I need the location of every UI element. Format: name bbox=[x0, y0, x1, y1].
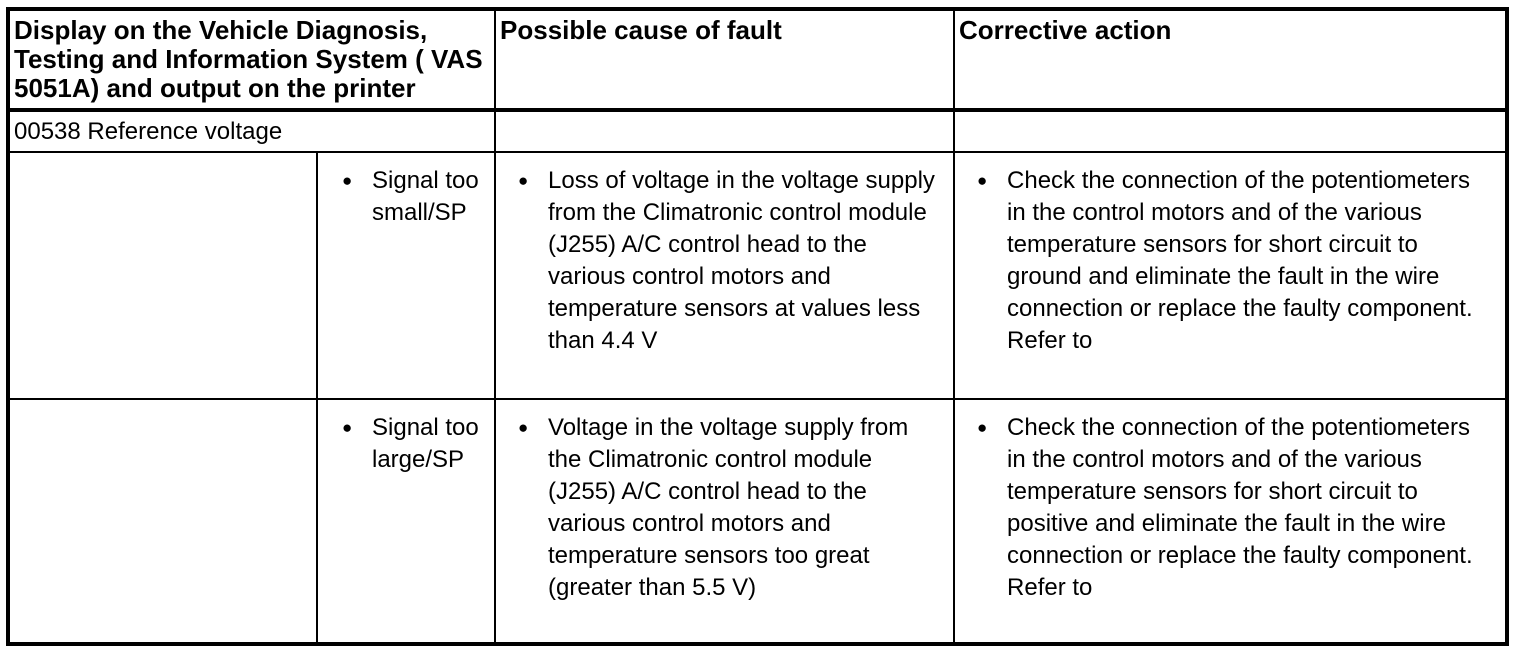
fault-code-row: 00538 Reference voltage bbox=[6, 109, 1508, 153]
header-cause-column: Possible cause of fault bbox=[494, 8, 956, 112]
empty-cell bbox=[953, 109, 1508, 153]
symptom-bullet-item: ● Signal too small/SP bbox=[319, 165, 484, 229]
symptom-text: Signal too large/SP bbox=[372, 414, 479, 473]
cause-cell: ● Voltage in the voltage supply from the… bbox=[494, 398, 956, 645]
table-header-row: Display on the Vehicle Diagnosis, Testin… bbox=[6, 8, 1508, 112]
empty-cell bbox=[7, 398, 318, 645]
empty-cell bbox=[7, 151, 318, 400]
table-row-signal-too-large: ● Signal too large/SP ● Voltage in the v… bbox=[7, 398, 1508, 645]
header-action-column: Corrective action bbox=[953, 8, 1508, 112]
table-row-signal-too-small: ● Signal too small/SP ● Loss of voltage … bbox=[7, 151, 1508, 400]
bullet-icon: ● bbox=[977, 418, 988, 437]
cause-cell: ● Loss of voltage in the voltage supply … bbox=[494, 151, 956, 400]
action-bullet-item: ● Check the connection of the potentiome… bbox=[956, 165, 1495, 357]
bullet-icon: ● bbox=[977, 171, 988, 190]
diagnosis-fault-table: Display on the Vehicle Diagnosis, Testin… bbox=[6, 7, 1509, 646]
action-bullet-item: ● Check the connection of the potentiome… bbox=[956, 412, 1495, 604]
fault-code-cell: 00538 Reference voltage bbox=[6, 109, 497, 153]
bullet-icon: ● bbox=[518, 418, 529, 437]
action-text: Check the connection of the potentiomete… bbox=[1007, 414, 1473, 601]
bullet-icon: ● bbox=[342, 171, 353, 190]
symptom-cell: ● Signal too large/SP bbox=[315, 398, 497, 645]
header-display-column: Display on the Vehicle Diagnosis, Testin… bbox=[6, 8, 497, 112]
cause-text: Loss of voltage in the voltage supply fr… bbox=[548, 167, 935, 354]
action-text: Check the connection of the potentiomete… bbox=[1007, 167, 1473, 354]
action-cell: ● Check the connection of the potentiome… bbox=[953, 151, 1508, 400]
symptom-cell: ● Signal too small/SP bbox=[315, 151, 497, 400]
symptom-text: Signal too small/SP bbox=[372, 167, 479, 226]
symptom-bullet-item: ● Signal too large/SP bbox=[319, 412, 484, 476]
cause-bullet-item: ● Voltage in the voltage supply from the… bbox=[497, 412, 943, 604]
cause-text: Voltage in the voltage supply from the C… bbox=[548, 414, 909, 601]
cause-bullet-item: ● Loss of voltage in the voltage supply … bbox=[497, 165, 943, 357]
bullet-icon: ● bbox=[518, 171, 529, 190]
action-cell: ● Check the connection of the potentiome… bbox=[953, 398, 1508, 645]
empty-cell bbox=[494, 109, 956, 153]
bullet-icon: ● bbox=[342, 418, 353, 437]
